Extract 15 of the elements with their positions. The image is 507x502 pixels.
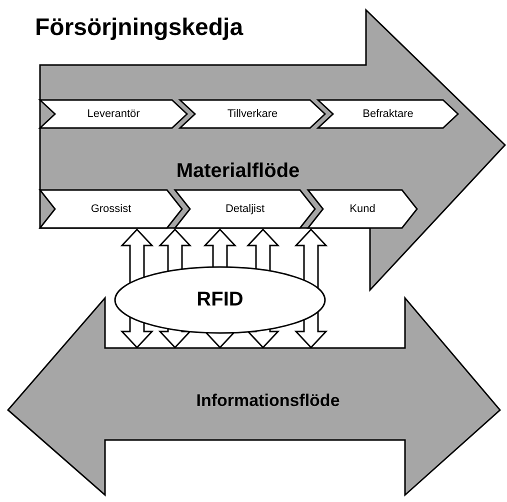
- flow-label: Informationsflöde: [195, 391, 341, 411]
- flow-label: Materialflöde: [175, 160, 301, 183]
- double-arrow: [158, 228, 192, 349]
- title: Försörjningskedja: [35, 14, 244, 42]
- step-label: Tillverkare: [226, 108, 279, 120]
- double-arrow: [120, 228, 154, 349]
- double-arrow: [203, 228, 237, 349]
- step-label: Befraktare: [362, 108, 414, 120]
- step-label: Leverantör: [86, 108, 141, 120]
- step-label: Kund: [348, 203, 376, 215]
- double-arrow: [294, 228, 328, 349]
- step-label: Detaljist: [224, 203, 266, 215]
- double-arrow: [246, 228, 280, 349]
- flow-label: RFID: [196, 288, 244, 312]
- step-label: Grossist: [90, 203, 132, 215]
